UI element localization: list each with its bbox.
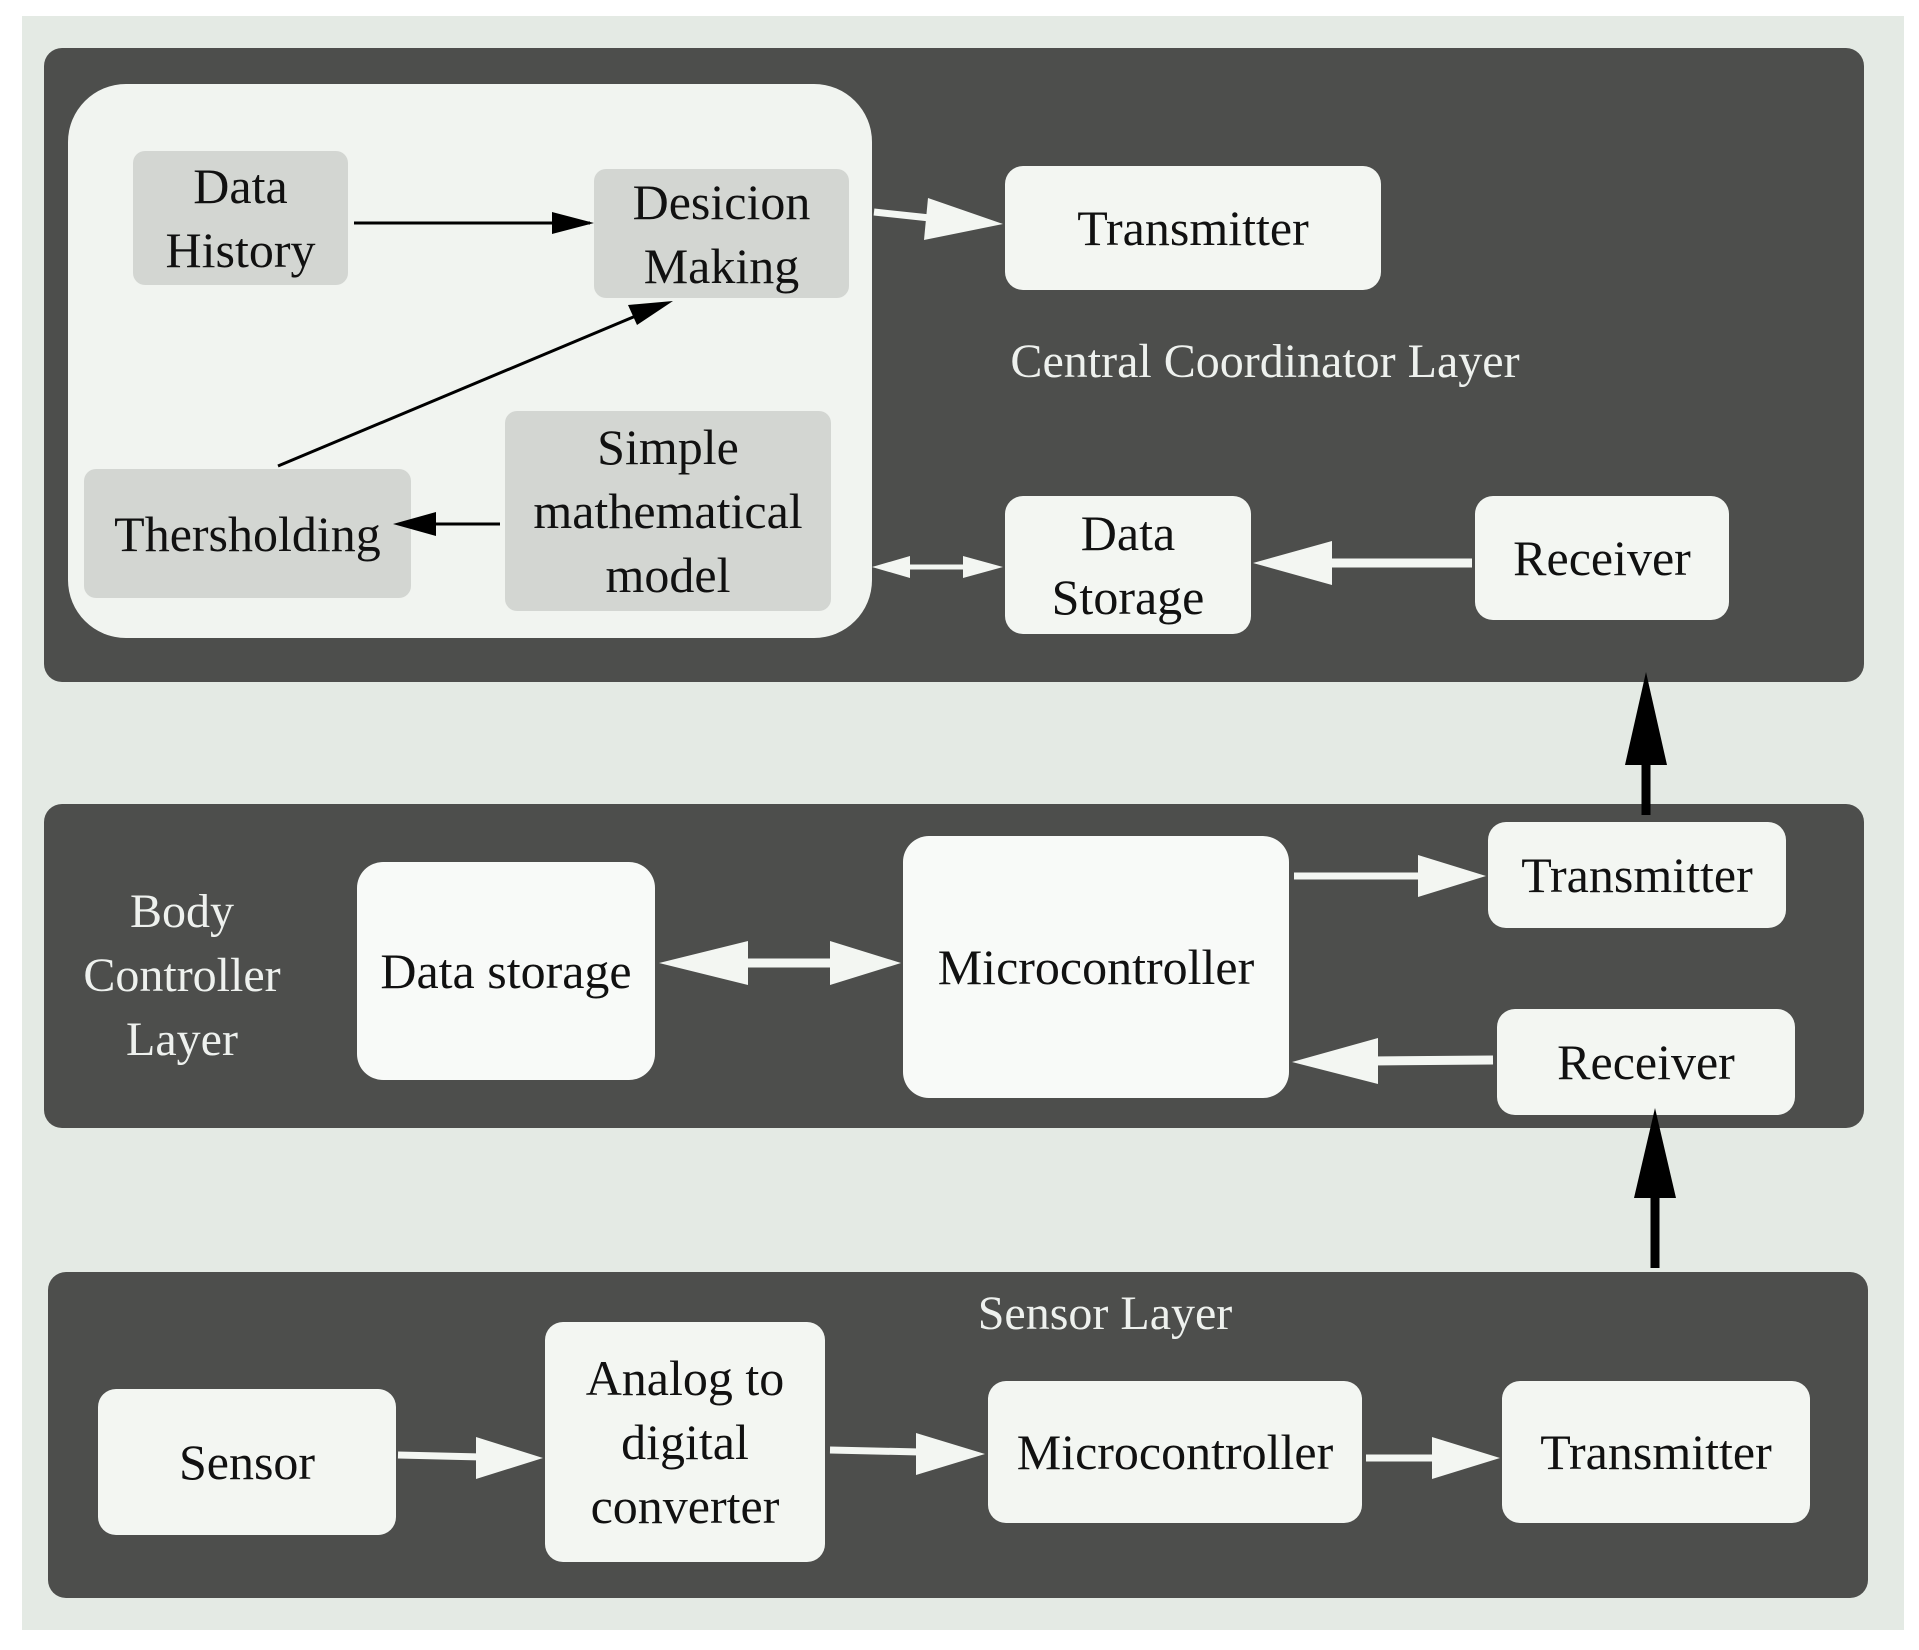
central-data-storage-box: Data Storage bbox=[1005, 496, 1251, 634]
body-receiver-box: Receiver bbox=[1497, 1009, 1795, 1115]
sensor-microcontroller-label: Microcontroller bbox=[1016, 1424, 1334, 1480]
decision-making-box: Desicion Making bbox=[594, 169, 849, 298]
body-layer-title: Body Controller Layer bbox=[83, 885, 281, 1066]
data-history-box: Data History bbox=[133, 151, 348, 285]
sensor-box: Sensor bbox=[98, 1389, 396, 1535]
body-microcontroller-box: Microcontroller bbox=[903, 836, 1289, 1098]
sensor-layer-title: Sensor Layer bbox=[977, 1287, 1233, 1340]
sensor-transmitter-label: Transmitter bbox=[1540, 1424, 1772, 1480]
thresholding-box: Thersholding bbox=[84, 469, 411, 598]
body-microcontroller-label: Microcontroller bbox=[937, 939, 1255, 995]
sensor-microcontroller-box: Microcontroller bbox=[988, 1381, 1362, 1523]
central-transmitter-label: Transmitter bbox=[1077, 200, 1309, 256]
adc-box: Analog to digital converter bbox=[545, 1322, 825, 1562]
thresholding-label: Thersholding bbox=[114, 505, 381, 562]
data-history-label: Data History bbox=[165, 158, 316, 278]
body-transmitter-box: Transmitter bbox=[1488, 822, 1786, 928]
math-model-label: Simple mathematical model bbox=[533, 419, 803, 603]
adc-label: Analog to digital converter bbox=[585, 1350, 785, 1534]
central-receiver-label: Receiver bbox=[1513, 530, 1691, 586]
central-receiver-box: Receiver bbox=[1475, 496, 1729, 620]
central-layer-title: Central Coordinator Layer bbox=[1010, 335, 1520, 388]
sensor-label: Sensor bbox=[178, 1434, 316, 1490]
central-transmitter-box: Transmitter bbox=[1005, 166, 1381, 290]
body-receiver-label: Receiver bbox=[1557, 1034, 1735, 1090]
decision-making-label: Desicion Making bbox=[632, 173, 811, 294]
math-model-box: Simple mathematical model bbox=[505, 411, 831, 611]
body-transmitter-label: Transmitter bbox=[1521, 847, 1753, 903]
sensor-transmitter-box: Transmitter bbox=[1502, 1381, 1810, 1523]
body-data-storage-box: Data storage bbox=[357, 862, 655, 1080]
body-data-storage-label: Data storage bbox=[380, 943, 632, 999]
central-data-storage-label: Data Storage bbox=[1051, 505, 1205, 625]
